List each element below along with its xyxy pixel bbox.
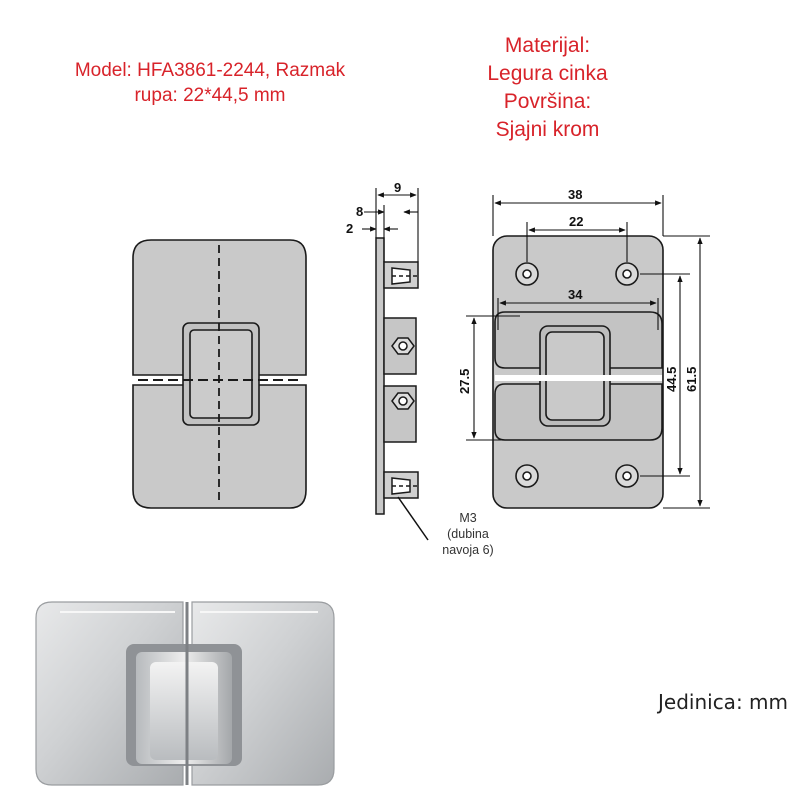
side-view-dimensions (362, 188, 429, 541)
thread-note-line-1: M3 (459, 511, 477, 525)
mounting-holes (515, 262, 639, 488)
product-photo (35, 601, 335, 786)
unit-label: Jedinica: mm (658, 690, 788, 714)
model-line-1: Model: HFA3861-2244, Razmak (74, 60, 346, 81)
dim-side-2: 2 (346, 221, 353, 236)
dim-height-61-5: 61.5 (684, 367, 699, 392)
dim-inner-34: 34 (568, 287, 583, 302)
dim-width-38: 38 (568, 187, 582, 202)
model-line-2: rupa: 22*44,5 mm (134, 85, 286, 106)
material-value: Legura cinka (487, 62, 608, 85)
back-view-dimensions (466, 195, 710, 509)
surface-value: Sjajni krom (495, 118, 600, 141)
dim-side-8: 8 (356, 204, 363, 219)
front-view (132, 239, 307, 509)
side-view (375, 237, 420, 515)
dim-side-9: 9 (394, 180, 401, 195)
back-view (492, 235, 664, 509)
thread-note-line-2: (dubina (447, 527, 489, 541)
material-label: Materijal: (504, 34, 591, 57)
model-spec-text: Model: HFA3861-2244, Razmak rupa: 22*44,… (30, 58, 390, 108)
surface-label: Površina: (503, 90, 592, 113)
dim-hole-22: 22 (569, 214, 583, 229)
thread-note-line-3: navoja 6) (442, 543, 494, 557)
thread-note: M3 (dubina navoja 6) (418, 510, 518, 558)
dim-hole-44-5: 44.5 (664, 367, 679, 392)
dim-height-27-5: 27.5 (457, 369, 472, 394)
material-spec-block: Materijal: Legura cinka Površina: Sjajni… (440, 32, 655, 144)
front-view-top-plate (132, 239, 307, 376)
